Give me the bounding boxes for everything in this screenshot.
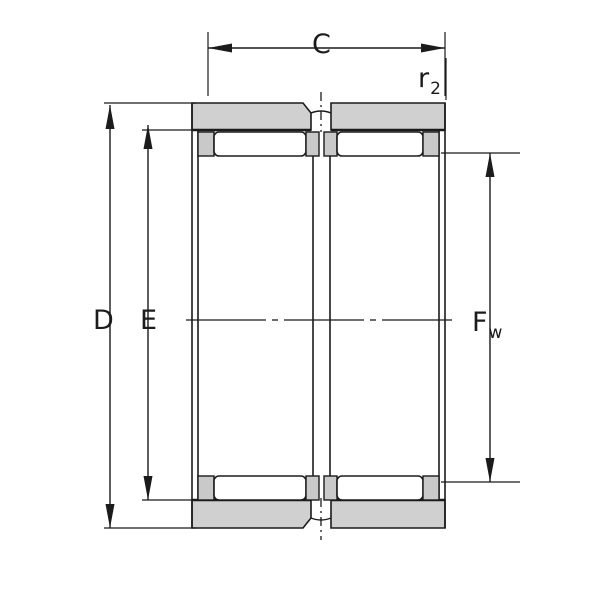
- dimension-label-r2-subscript: 2: [430, 79, 441, 99]
- roller-bottom-right: [336, 475, 424, 501]
- dimension-e: [143, 125, 153, 500]
- outer-ring-top: [191, 102, 446, 132]
- dimension-e-arrow-top: [143, 125, 153, 149]
- dimension-d-arrow-bottom: [105, 504, 115, 528]
- cage-rib-bottom-3: [323, 475, 338, 501]
- dimension-c: [208, 43, 445, 53]
- cage-rib-bottom-1: [197, 475, 215, 501]
- center-split-lines: [312, 92, 331, 540]
- roller-top-right: [336, 131, 424, 157]
- dimension-label-fw-base: F: [472, 307, 488, 338]
- cage-rib-top-4: [422, 131, 440, 157]
- cage-rib-top-1: [197, 131, 215, 157]
- dimension-e-arrow-bottom: [143, 476, 153, 500]
- dimension-d: [105, 105, 115, 528]
- dimension-fw-arrow-top: [485, 153, 495, 177]
- roller-cage-row-bottom: [197, 475, 440, 501]
- outer-ring-top-right: [330, 102, 446, 131]
- outer-ring-bottom-right: [330, 499, 446, 529]
- roller-top-left: [213, 131, 307, 157]
- dimension-c-arrow-left: [208, 43, 232, 53]
- outer-ring-bottom-left: [191, 499, 312, 529]
- dimension-fw: [485, 153, 495, 482]
- cage-rib-bottom-2: [305, 475, 320, 501]
- roller-cage-row-top: [197, 131, 440, 157]
- extension-lines: [104, 32, 520, 529]
- cage-rib-top-3: [323, 131, 338, 157]
- dimension-label-c: C: [312, 29, 331, 60]
- dimension-label-r2-base: r: [418, 63, 430, 94]
- dimension-label-r2: r 2: [418, 63, 441, 99]
- cage-rib-top-2: [305, 131, 320, 157]
- dimension-c-arrow-right: [421, 43, 445, 53]
- dimension-label-e: E: [140, 305, 158, 336]
- outer-ring-bottom: [191, 498, 446, 529]
- dimension-d-arrow-top: [105, 105, 115, 129]
- dimension-fw-arrow-bottom: [485, 458, 495, 482]
- dimension-label-fw: F w: [472, 307, 502, 343]
- dimension-label-d: D: [93, 305, 114, 336]
- cage-rib-bottom-4: [422, 475, 440, 501]
- dimension-label-fw-subscript: w: [488, 323, 503, 343]
- outer-ring-top-left: [191, 102, 312, 131]
- roller-bottom-left: [213, 475, 307, 501]
- bearing-bore-outline: [191, 103, 446, 528]
